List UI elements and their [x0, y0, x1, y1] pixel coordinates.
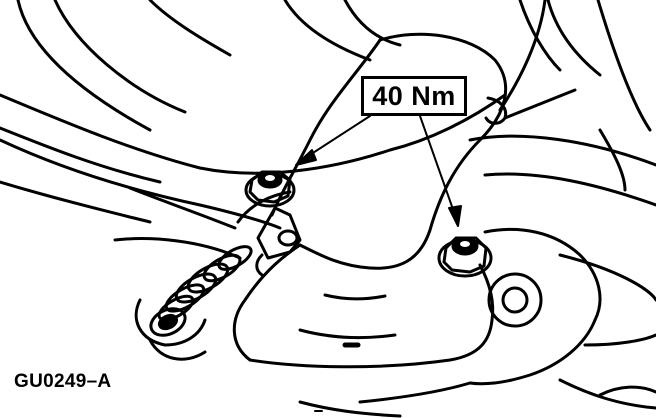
- background-body-outline: [16, 0, 656, 207]
- lower-bracket: [298, 227, 656, 418]
- figure-id: GU0249–A: [14, 371, 112, 392]
- nut-icon: [244, 170, 296, 208]
- bracket-tab: [255, 206, 302, 277]
- torque-callout: 40 Nm: [361, 76, 467, 116]
- bolt-icon: [134, 298, 207, 361]
- nut-icon-2: [437, 236, 493, 278]
- arrow-icon: [295, 115, 462, 227]
- spring-icon: [157, 245, 253, 322]
